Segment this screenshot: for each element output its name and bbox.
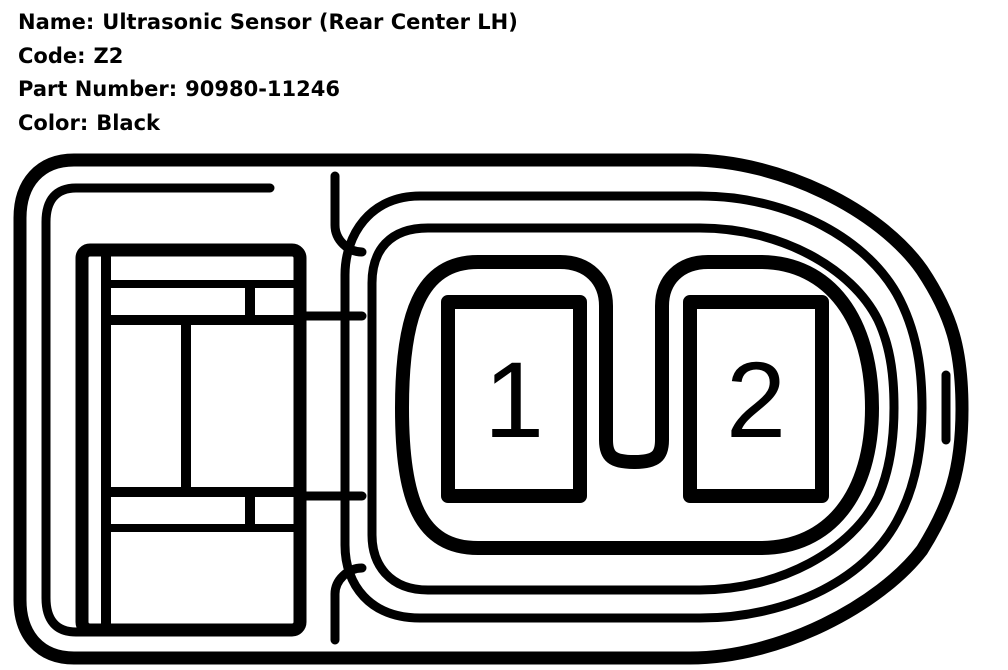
lock-lever — [75, 243, 307, 637]
code-row: Code: Z2 — [18, 40, 518, 74]
color-label: Color: — [18, 110, 89, 135]
housing-inner-wall — [41, 183, 275, 637]
name-label: Name: — [18, 10, 95, 34]
color-row: Color: Black — [18, 107, 518, 141]
connector-info-block: Name:Ultrasonic Sensor (Rear Center LH) … — [18, 6, 518, 140]
code-value: Z2 — [93, 43, 124, 68]
part-number-value: 90980-11246 — [185, 77, 340, 101]
housing-top-edge — [330, 171, 367, 257]
cavity-surround — [395, 255, 879, 555]
color-value: Black — [96, 110, 161, 135]
name-row: Name: Ultrasonic Sensor (Rear Center LH) — [18, 6, 518, 40]
part-number-row: Part Number: 90980-11246 — [18, 73, 518, 107]
housing-outer-wall — [13, 153, 969, 665]
name-value: Ultrasonic Sensor (Rear Center LH) — [102, 10, 518, 34]
pin-2-label: 2 — [726, 339, 786, 460]
pin-cavity-1 — [441, 295, 587, 503]
terminal-body-outer — [340, 191, 927, 623]
part-number-label: Part Number: — [18, 77, 178, 101]
terminal-body-mid — [367, 223, 899, 595]
pin-cavity-2 — [683, 295, 829, 503]
housing-bottom-edge — [330, 563, 367, 645]
code-label: Code: — [18, 43, 86, 68]
pin-1-label: 1 — [484, 339, 544, 460]
